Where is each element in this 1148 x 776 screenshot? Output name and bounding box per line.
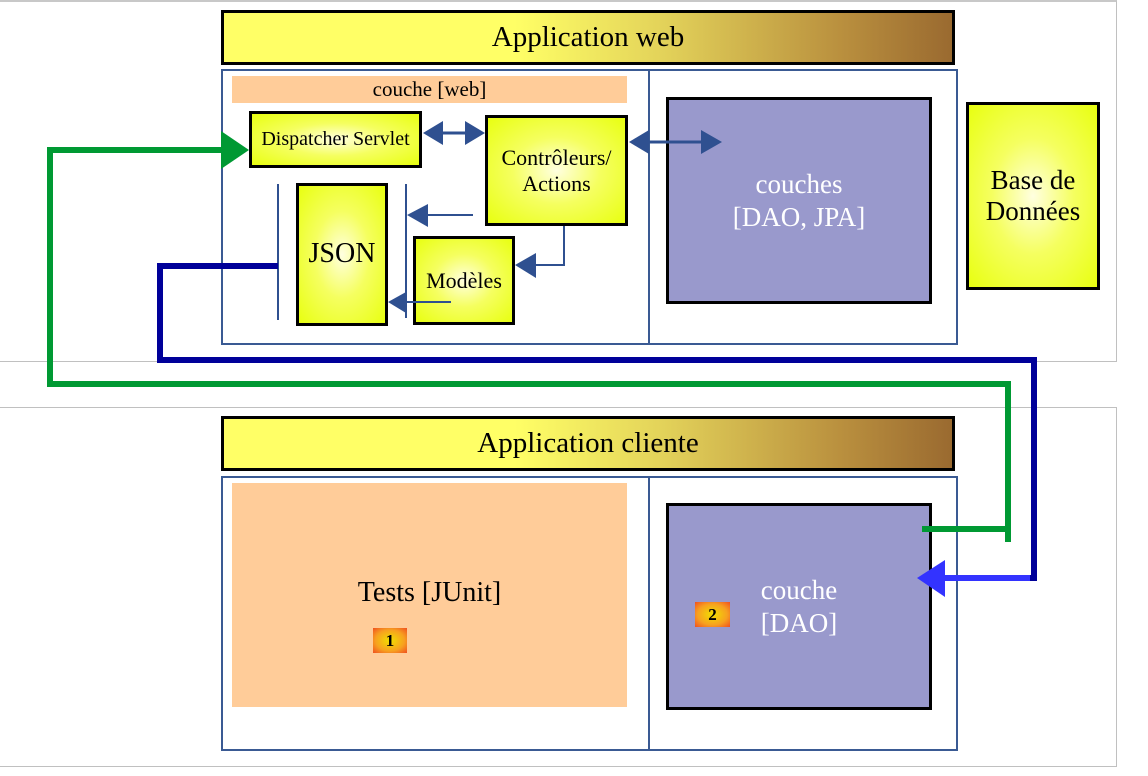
web-panel-divider	[648, 69, 650, 345]
client-dao-line1: couche	[760, 575, 838, 606]
web-layer-label: couche [web]	[372, 77, 487, 101]
controllers-to-models-arrow	[515, 226, 565, 278]
dispatcher-servlet-label: Dispatcher Servlet	[261, 128, 410, 150]
response-flow-arrow	[157, 263, 1037, 597]
dao-jpa-layers-box: couches [DAO, JPA]	[666, 97, 932, 304]
json-view-label: JSON	[308, 238, 376, 269]
web-app-title-bar: Application web	[221, 10, 955, 65]
dispatcher-controllers-arrow	[423, 121, 485, 145]
tests-layer-label: Tests [JUnit]	[357, 577, 502, 608]
web-layer-label-bar: couche [web]	[232, 76, 627, 103]
json-view-box: JSON	[296, 183, 388, 326]
controllers-box: Contrôleurs/ Actions	[485, 115, 628, 226]
database-line1: Base de	[990, 164, 1076, 195]
controllers-label: Contrôleurs/ Actions	[501, 145, 612, 196]
dao-step-badge: 2	[695, 602, 730, 627]
client-app-title-bar: Application cliente	[221, 416, 955, 471]
client-app-title: Application cliente	[477, 427, 699, 459]
database-box: Base de Données	[966, 102, 1100, 290]
tests-step-number: 1	[385, 630, 395, 650]
tests-layer-box: Tests [JUnit]	[232, 483, 627, 707]
client-dao-line2: [DAO]	[760, 607, 838, 638]
dao-step-number: 2	[708, 604, 717, 624]
models-to-json-arrow	[388, 292, 451, 313]
tests-step-badge: 1	[373, 628, 407, 653]
dao-jpa-line2: [DAO, JPA]	[732, 201, 866, 232]
client-dao-layer-box: couche [DAO]	[666, 503, 932, 710]
controllers-dao-arrow	[629, 130, 722, 154]
dao-jpa-line1: couches	[755, 169, 843, 200]
models-label: Modèles	[426, 267, 502, 293]
web-app-title: Application web	[491, 21, 685, 53]
client-panel-divider	[648, 476, 650, 751]
controllers-to-json-arrow	[407, 204, 473, 227]
request-flow-arrow	[47, 131, 1011, 542]
database-line2: Données	[985, 196, 1081, 226]
models-box: Modèles	[413, 236, 515, 325]
dispatcher-servlet-box: Dispatcher Servlet	[249, 111, 422, 168]
